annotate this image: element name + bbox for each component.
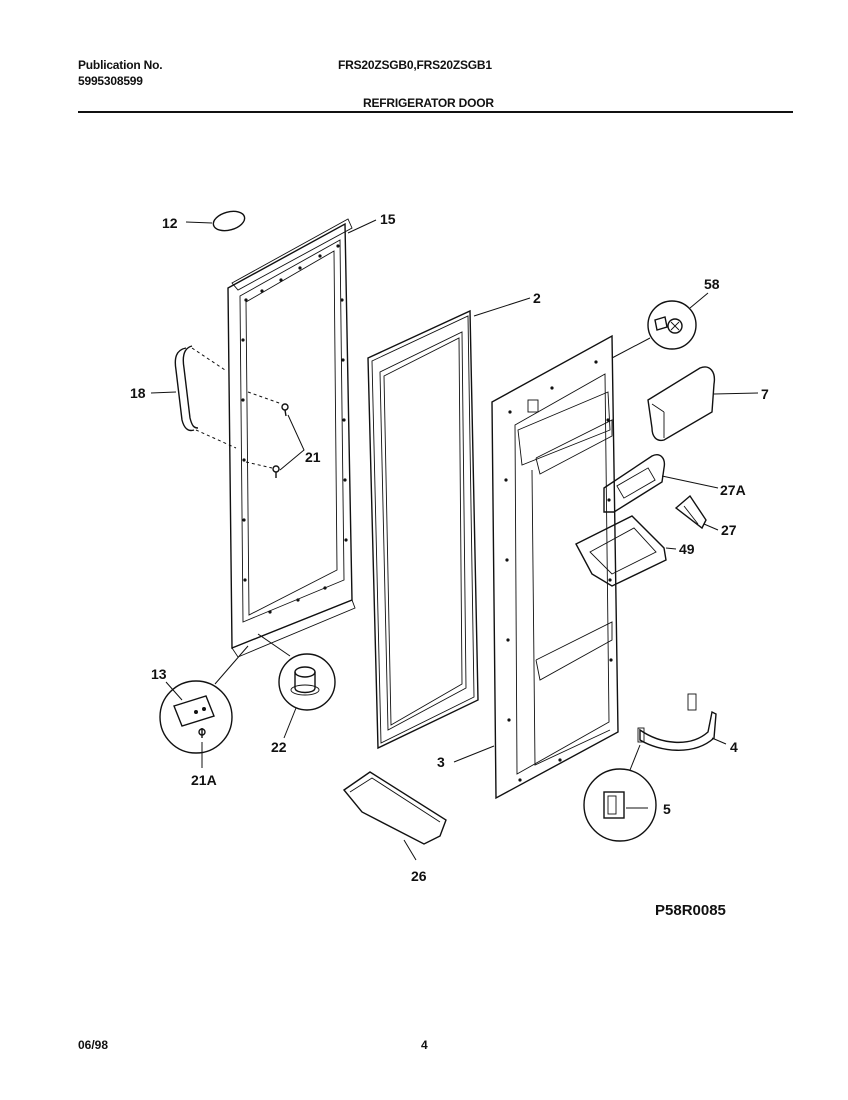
footer-date: 06/98 [78,1038,109,1052]
callout-2: 2 [533,290,541,306]
callout-3: 3 [437,754,445,770]
part-3-inner-door-liner [491,334,619,800]
part-27a-bin-guard [603,454,666,513]
callout-5: 5 [663,801,671,817]
callout-22: 22 [271,739,287,755]
publication-number: 5995308599 [78,74,143,88]
footer-page-number: 4 [421,1038,428,1052]
part-4-bracket [637,693,717,751]
section-title: REFRIGERATOR DOOR [363,96,494,110]
part-22-hinge-pin [278,653,336,711]
callout-58: 58 [704,276,720,292]
diagram-code: P58R0085 [655,902,726,919]
part-27-clip [674,494,707,530]
callout-27a: 27A [720,482,746,498]
callout-15: 15 [380,211,396,227]
callout-21a: 21A [191,772,217,788]
part-15-outer-door-panel [227,218,356,658]
callout-49: 49 [679,541,695,557]
model-numbers: FRS20ZSGB0,FRS20ZSGB1 [338,58,492,72]
part-18-door-handle [174,345,237,449]
publication-label: Publication No. [78,58,163,72]
callout-21: 21 [305,449,321,465]
callout-27: 27 [721,522,737,538]
part-49-door-bin [575,515,667,587]
part-5-clip [583,768,657,842]
callout-4: 4 [730,739,738,755]
part-12-cap [212,210,246,232]
callout-18: 18 [130,385,146,401]
callout-7: 7 [761,386,769,402]
callout-12: 12 [162,215,178,231]
part-7-cover [647,366,716,442]
callout-26: 26 [411,868,427,884]
header-rule [78,111,793,113]
part-26-tray [342,771,447,845]
part-58-screw [647,300,697,350]
part-21-screws [245,391,289,478]
part-2-door-gasket [367,309,479,750]
callout-13: 13 [151,666,167,682]
part-13-hinge [159,680,233,754]
